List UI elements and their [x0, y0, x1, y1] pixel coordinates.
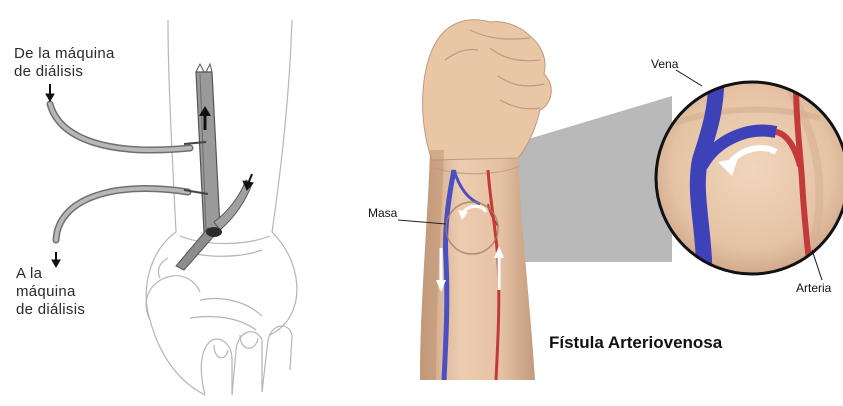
from-machine-label-line1: De la máquina	[14, 46, 115, 62]
to-machine-label-line3: de diálisis	[16, 302, 85, 318]
right-arm-illustration	[398, 20, 672, 380]
left-arm-drawing	[146, 20, 297, 395]
dialysis-tubes	[50, 104, 208, 240]
to-machine-label-line2: máquina	[16, 284, 76, 300]
zoom-detail	[656, 70, 843, 290]
mass-label: Masa	[368, 207, 397, 220]
from-machine-label-line2: de diálisis	[14, 64, 83, 80]
diagram-title: Fístula Arteriovenosa	[549, 333, 722, 353]
flow-arrows-left	[46, 84, 253, 267]
vein-label: Vena	[651, 58, 678, 71]
artery-label: Arteria	[796, 282, 831, 295]
to-machine-label-line1: A la	[16, 266, 42, 282]
